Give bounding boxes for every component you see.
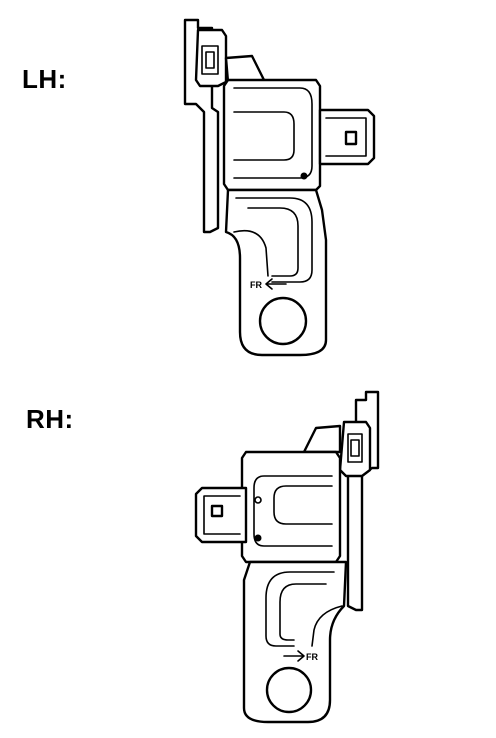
lh-fr-marking: FR [250, 280, 262, 290]
rh-fr-arrow-icon [283, 650, 305, 662]
lh-mounting-hole [258, 296, 308, 346]
rh-connector-pin [210, 504, 224, 518]
rh-label: RH: [26, 404, 74, 434]
lh-connector-pin [344, 130, 358, 146]
lh-fr-arrow-icon [265, 278, 287, 290]
rh-top-clip [338, 420, 372, 478]
rh-body-recess [273, 485, 333, 525]
rh-shoulder [302, 424, 342, 454]
rh-sensor: FR [194, 390, 380, 724]
rh-mounting-hole [265, 666, 313, 714]
lh-sensor: FR [183, 18, 376, 357]
rh-fr-marking: FR [306, 652, 318, 662]
lh-label: LH: [22, 64, 67, 94]
lh-shoulder [224, 54, 266, 84]
lh-top-clip [194, 28, 228, 88]
